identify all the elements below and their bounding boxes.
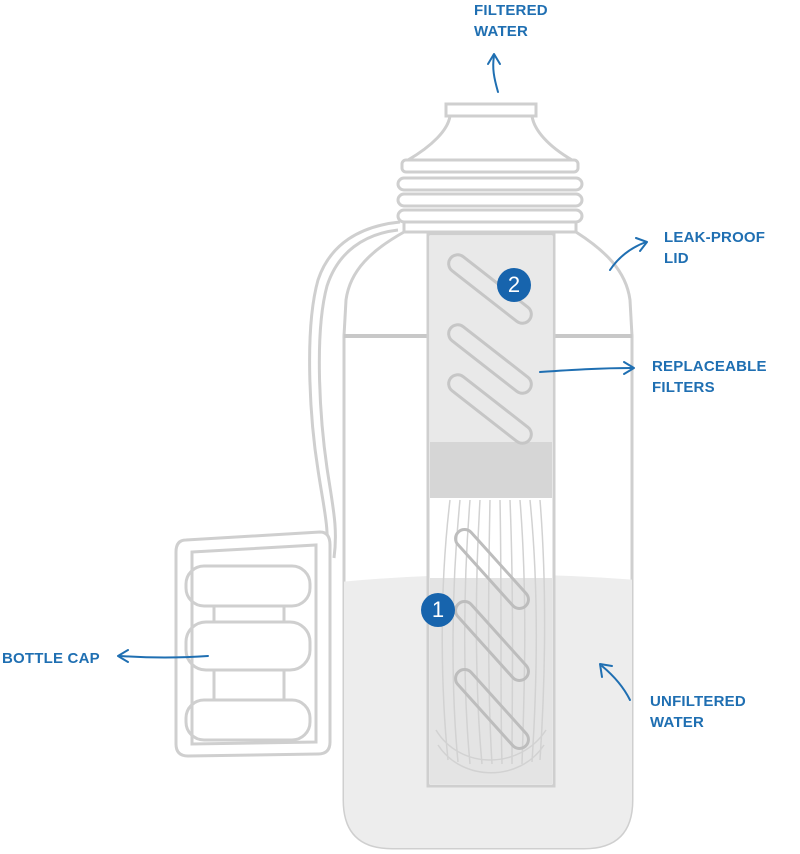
arrow-leak-proof-lid bbox=[609, 241, 647, 271]
bottle-cap bbox=[174, 530, 332, 758]
label-replaceable-filters: REPLACEABLE FILTERS bbox=[652, 358, 767, 396]
arrow-filtered-water bbox=[492, 55, 499, 93]
cap-tether bbox=[308, 220, 401, 561]
label-filtered-water: FILTERED WATER bbox=[474, 2, 548, 40]
stage-2-badge: 2 bbox=[497, 268, 531, 302]
bottle-top bbox=[396, 102, 584, 234]
label-bottle-cap: BOTTLE CAP bbox=[2, 650, 100, 667]
label-unfiltered-water: UNFILTERED WATER bbox=[650, 693, 746, 731]
callout-arrows bbox=[117, 53, 648, 701]
filter-cartridge bbox=[426, 232, 556, 788]
arrow-replaceable-filters bbox=[539, 367, 633, 373]
arrow-unfiltered-water bbox=[601, 665, 631, 701]
stage-1-badge: 1 bbox=[421, 593, 455, 627]
arrow-bottle-cap bbox=[119, 655, 209, 659]
label-leak-proof-lid: LEAK-PROOF LID bbox=[664, 229, 766, 267]
